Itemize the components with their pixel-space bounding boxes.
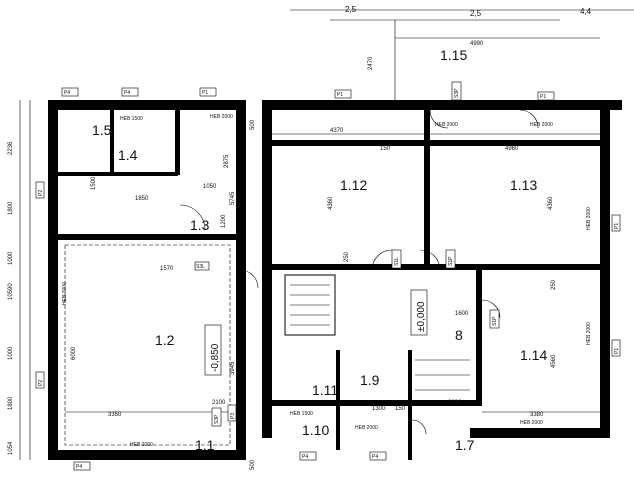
dim-1500: 1500: [91, 176, 97, 190]
tag-p4-c: P4: [76, 464, 82, 470]
dim-1850: 1850: [135, 196, 149, 202]
tag-p4-a: P4: [64, 90, 70, 96]
tag-p4-b: P4: [124, 90, 130, 96]
dim-2100: 2100: [212, 400, 226, 406]
beam-2: HEB 2000: [435, 122, 458, 128]
beam-9: HEB 2000: [62, 282, 68, 305]
dim-1300: 1300: [372, 406, 386, 412]
dim-1800-a: 1800: [8, 201, 14, 215]
beam-4: HEB 2000: [530, 122, 553, 128]
top-sketch-label-1: 2,5: [345, 5, 357, 14]
room-1-12: 1.12: [340, 177, 367, 193]
dim-250-a: 250: [344, 251, 350, 262]
tag-s1l: S1L: [394, 257, 400, 266]
tag-p4-e: P4: [372, 454, 378, 460]
dim-4360-a: 4360: [328, 196, 334, 210]
dim-2000: 2000: [448, 400, 462, 406]
room-1-14: 1.14: [520, 347, 547, 363]
dim-1600: 1600: [455, 311, 469, 317]
dim-4370: 4370: [330, 128, 344, 134]
dim-3350: 3350: [108, 412, 122, 418]
dim-1054: 1054: [8, 441, 14, 455]
level-top: ±0,000: [416, 301, 427, 332]
dimension-lines: [19, 20, 600, 460]
dim-500-a: 500: [250, 459, 256, 470]
room-1-4: 1.4: [118, 147, 138, 163]
room-1-5: 1.5: [92, 122, 112, 138]
beam-6: HEB 2000: [586, 322, 592, 345]
room-1-3: 1.3: [190, 217, 210, 233]
dim-3945: 3945: [230, 361, 236, 375]
room-1-7: 1.7: [455, 437, 475, 453]
dim-1200: 1200: [221, 214, 227, 228]
tag-s1p: S1P: [448, 256, 454, 266]
dim-2875: 2875: [224, 154, 230, 168]
tag-s3p-2: S3P: [214, 414, 220, 424]
dim-3380: 3380: [530, 412, 544, 418]
interior-walls: [58, 110, 600, 460]
dimension-labels: 2236 1800 1000 10590 1000 1800 1054 4370…: [8, 41, 557, 470]
level-marks: ±0,000 -0,850: [204, 289, 428, 376]
dim-1000-a: 1000: [8, 251, 14, 265]
opening-tags: P4 P4 P4 P4 P4 P1 P1 P1 P1 P1 P3 P2 P2 S…: [35, 81, 621, 471]
dim-1570: 1570: [160, 266, 174, 272]
tag-p4-d: P4: [302, 454, 308, 460]
tag-p3-a: P3: [230, 413, 236, 419]
dim-4560: 4560: [551, 354, 557, 368]
beam-5: HEB 2000: [586, 207, 592, 230]
beam-11: HEB 2000: [355, 425, 378, 431]
room-1-9: 1.9: [360, 372, 380, 388]
exterior-walls: [48, 100, 622, 460]
beam-7: HEB 2000: [130, 442, 153, 448]
dim-2470: 2470: [368, 56, 374, 70]
dim-150-b: 150: [395, 406, 406, 412]
level-hall: -0,850: [210, 343, 221, 372]
tag-s3p: S3P: [454, 88, 460, 98]
room-1-11: 1.11: [312, 382, 338, 398]
tag-s1p-2: S1P: [492, 316, 498, 326]
dim-500-b: 500: [250, 119, 256, 130]
dim-1800-b: 1800: [8, 396, 14, 410]
room-1-10: 1.10: [302, 422, 329, 438]
tag-p1-d: P1: [614, 223, 620, 229]
room-8: 8: [455, 327, 463, 343]
dim-10590: 10590: [8, 283, 14, 300]
staircase: [284, 274, 470, 391]
room-1-2: 1.2: [155, 332, 175, 348]
beam-3: HEB 1500: [120, 116, 143, 122]
dim-4990: 4990: [470, 41, 484, 47]
room-1-1: 1.1: [195, 437, 215, 453]
tag-s3l: S3L: [196, 264, 205, 270]
dim-4360-b: 4360: [548, 196, 554, 210]
dim-150-a: 150: [380, 146, 391, 152]
tag-p1-b: P1: [337, 92, 343, 98]
top-sketch-label-2: 2,5: [470, 9, 482, 18]
beam-8: HEB 2000: [520, 420, 543, 426]
room-1-15: 1.15: [440, 47, 467, 63]
dim-6000: 6000: [71, 346, 77, 360]
dim-250-b: 250: [551, 279, 557, 290]
beam-labels: HEB 2000 HEB 2000 HEB 1500 HEB 2000 HEB …: [62, 114, 592, 448]
tag-p1-c: P1: [540, 94, 546, 100]
tag-p2-a: P2: [38, 190, 44, 196]
top-sketch-label-3: 4,4: [580, 7, 592, 16]
tag-p1-e: P1: [614, 348, 620, 354]
dim-5745: 5745: [230, 191, 236, 205]
room-labels: 1.12 1.13 1.14 1.15 1.3 1.2 1.1 1.9 1.10…: [92, 47, 547, 453]
dim-2236: 2236: [8, 141, 14, 155]
dim-1050: 1050: [203, 184, 217, 190]
room-1-13: 1.13: [510, 177, 537, 193]
doors: [179, 109, 539, 435]
beam-1: HEB 2000: [210, 114, 233, 120]
dim-1000-b: 1000: [8, 346, 14, 360]
beam-10: HEB 1500: [290, 411, 313, 417]
dim-4960: 4960: [505, 146, 519, 152]
top-sketch: 2,5 2,5 4,4: [290, 5, 634, 21]
tag-p2-b: P2: [38, 380, 44, 386]
tag-p1-a: P1: [202, 90, 208, 96]
